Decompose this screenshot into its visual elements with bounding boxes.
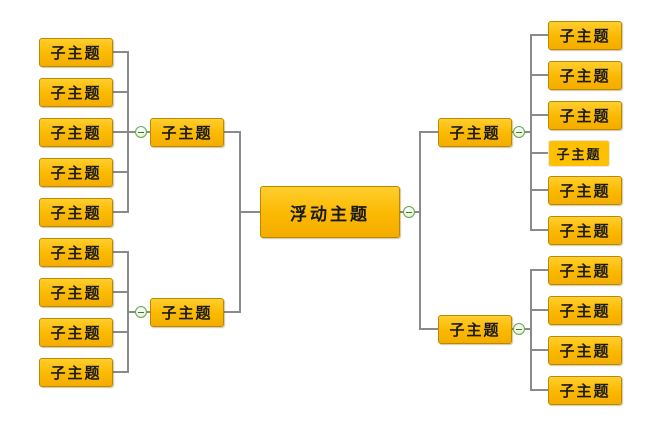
connector-right-1-spine <box>530 34 548 231</box>
left-branch-2-child-1[interactable]: 子主题 <box>39 238 113 267</box>
minus-icon <box>516 328 522 330</box>
right-branch-1-child-2[interactable]: 子主题 <box>548 61 622 90</box>
minus-icon <box>516 131 522 133</box>
right-branch-1-child-6[interactable]: 子主题 <box>548 216 622 245</box>
connector-left-2-spine <box>113 251 129 373</box>
left-branch-2-topic[interactable]: 子主题 <box>150 298 224 327</box>
collapse-right-branch-2-button[interactable] <box>513 323 525 335</box>
connector-center-right-2 <box>419 212 438 330</box>
connector-center-left <box>224 131 260 213</box>
right-branch-2-child-1[interactable]: 子主题 <box>548 256 622 285</box>
minus-icon <box>138 311 144 313</box>
left-branch-1-child-3[interactable]: 子主题 <box>39 118 113 147</box>
collapse-left-branch-1-button[interactable] <box>135 126 147 138</box>
minus-icon <box>138 131 144 133</box>
minus-icon <box>406 211 412 213</box>
collapse-left-branch-2-button[interactable] <box>135 306 147 318</box>
right-branch-1-child-5[interactable]: 子主题 <box>548 176 622 205</box>
right-branch-2-child-3[interactable]: 子主题 <box>548 336 622 365</box>
left-branch-1-child-5[interactable]: 子主题 <box>39 198 113 227</box>
collapse-right-button[interactable] <box>403 206 415 218</box>
left-branch-1-topic[interactable]: 子主题 <box>150 118 224 147</box>
connector-right-2-spine <box>530 269 548 391</box>
right-branch-2-topic[interactable]: 子主题 <box>438 315 512 344</box>
left-branch-2-child-2[interactable]: 子主题 <box>39 278 113 307</box>
left-branch-1-child-4[interactable]: 子主题 <box>39 158 113 187</box>
left-branch-1-child-1[interactable]: 子主题 <box>39 38 113 67</box>
floating-topic[interactable]: 浮动主题 <box>260 186 400 238</box>
left-branch-2-child-4[interactable]: 子主题 <box>39 358 113 387</box>
left-branch-1-child-2[interactable]: 子主题 <box>39 78 113 107</box>
collapse-right-branch-1-button[interactable] <box>513 126 525 138</box>
left-branch-2-child-3[interactable]: 子主题 <box>39 318 113 347</box>
right-branch-1-topic[interactable]: 子主题 <box>438 118 512 147</box>
right-branch-1-child-1[interactable]: 子主题 <box>548 21 622 50</box>
right-branch-2-child-4[interactable]: 子主题 <box>548 376 622 405</box>
right-branch-1-child-3[interactable]: 子主题 <box>548 101 622 130</box>
connector-center-right <box>400 131 438 213</box>
right-branch-2-child-2[interactable]: 子主题 <box>548 296 622 325</box>
right-branch-1-child-4-selected[interactable]: 子主题 <box>548 140 610 167</box>
connector-center-left-2 <box>224 212 241 313</box>
